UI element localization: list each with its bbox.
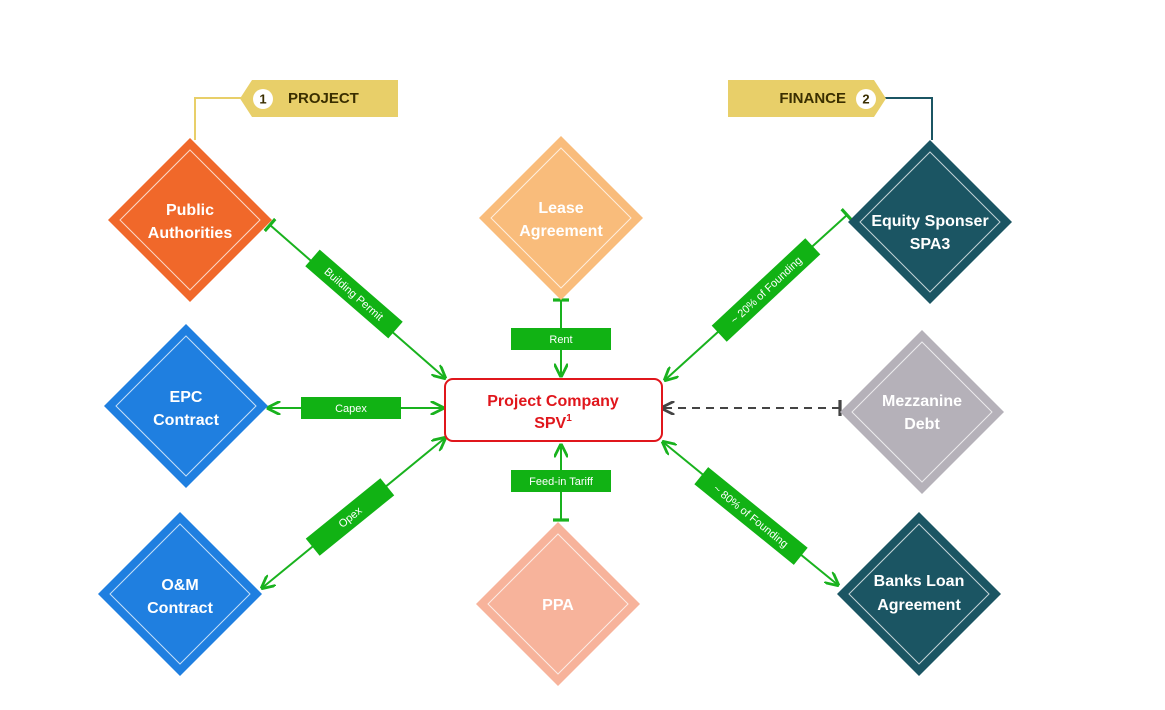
node-mezzanine-debt: Mezzanine Debt: [840, 330, 1004, 494]
node-epc-contract-line1: EPC: [170, 389, 203, 406]
node-mezzanine-debt-line2: Debt: [904, 416, 940, 433]
node-ppa: PPA: [476, 522, 640, 686]
label-capex: Capex: [301, 397, 401, 419]
node-epc-contract: EPC Contract: [104, 324, 268, 488]
center-project-company: Project Company SPV1: [444, 378, 663, 442]
label-rent-text: Rent: [549, 334, 572, 346]
node-lease-agreement-line2: Agreement: [519, 223, 603, 240]
label-founding-80: ~ 80% of Founding: [694, 467, 808, 565]
node-lease-agreement: Lease Agreement: [479, 136, 643, 300]
node-public-authorities: Public Authorities: [108, 138, 272, 302]
label-founding-20: ~ 20% of Founding: [711, 238, 821, 342]
project-number: 1: [259, 91, 266, 106]
project-label: PROJECT: [288, 90, 359, 107]
finance-header: FINANCE 2: [728, 80, 886, 117]
project-number-badge: [253, 89, 273, 109]
node-mezzanine-debt-line1: Mezzanine: [882, 393, 962, 410]
finance-number-badge: [856, 89, 876, 109]
label-building-permit-text: Building Permit: [322, 266, 386, 324]
node-banks-loan-line2: Agreement: [877, 597, 961, 614]
project-header: 1 PROJECT: [240, 80, 398, 117]
node-om-contract: O&M Contract: [98, 512, 262, 676]
center-line1: Project Company: [487, 393, 619, 410]
node-equity-sponser-line2: SPA3: [910, 236, 951, 253]
finance-number: 2: [862, 91, 869, 106]
node-banks-loan: Banks Loan Agreement: [837, 512, 1001, 676]
node-om-contract-line1: O&M: [161, 577, 198, 594]
node-public-authorities-line1: Public: [166, 202, 214, 219]
node-equity-sponser: Equity Sponser SPA3: [848, 140, 1012, 304]
label-feed-in-tariff-text: Feed-in Tariff: [529, 476, 594, 488]
center-superscript: 1: [566, 413, 572, 424]
node-om-contract-line2: Contract: [147, 600, 213, 617]
finance-header-line: [884, 97, 933, 140]
node-banks-loan-line1: Banks Loan: [874, 573, 965, 590]
node-public-authorities-line2: Authorities: [148, 225, 233, 242]
finance-label: FINANCE: [779, 90, 846, 107]
label-rent: Rent: [511, 328, 611, 350]
node-equity-sponser-line1: Equity Sponser: [871, 213, 988, 230]
label-opex: Opex: [305, 478, 395, 556]
node-lease-agreement-line1: Lease: [538, 200, 583, 217]
label-founding-20-text: ~ 20% of Founding: [729, 255, 805, 327]
node-epc-contract-line2: Contract: [153, 412, 219, 429]
project-header-line: [194, 97, 243, 140]
node-ppa-line1: PPA: [542, 597, 574, 614]
label-capex-text: Capex: [335, 403, 367, 415]
label-building-permit: Building Permit: [305, 249, 403, 339]
center-line2: SPV: [534, 415, 566, 432]
label-founding-80-text: ~ 80% of Founding: [711, 483, 791, 551]
label-feed-in-tariff: Feed-in Tariff: [511, 470, 611, 492]
center-line2-group: SPV1: [534, 413, 572, 432]
